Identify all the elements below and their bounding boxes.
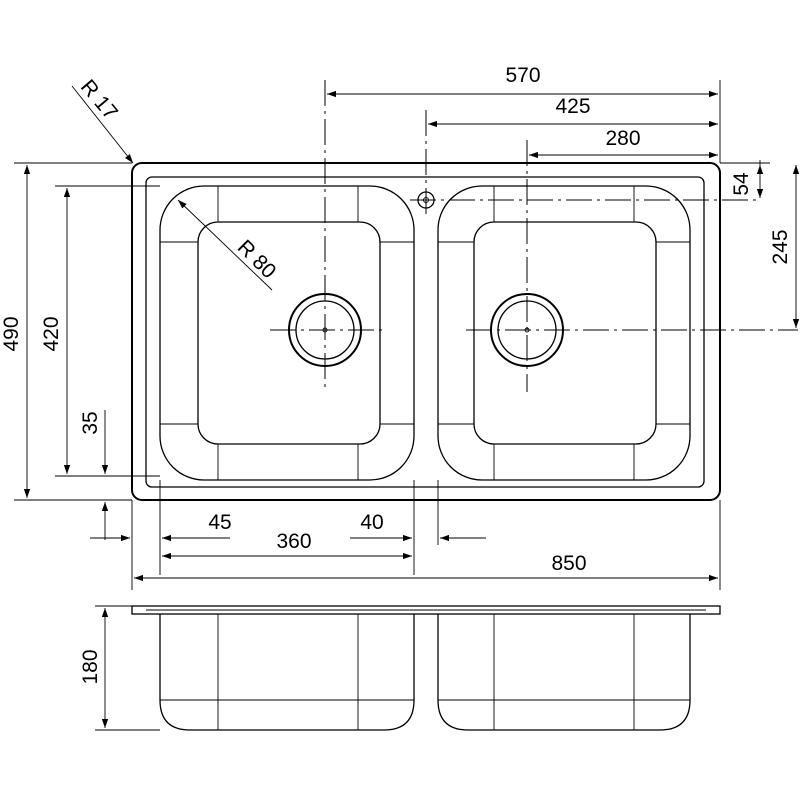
dim-label-850: 850 bbox=[551, 552, 586, 575]
center-lines bbox=[270, 80, 798, 392]
r80-leader bbox=[177, 199, 273, 291]
dim-label-180: 180 bbox=[79, 649, 102, 684]
left-bowl-floor bbox=[197, 221, 381, 445]
dim-label-245: 245 bbox=[769, 229, 792, 264]
right-bowl-outer bbox=[437, 185, 691, 481]
dim-label-420: 420 bbox=[40, 316, 63, 351]
left-bowl-outer bbox=[159, 185, 415, 481]
dim-label-360: 360 bbox=[276, 530, 311, 553]
side-view-left-bowl bbox=[159, 614, 415, 731]
dimension-labels: 570 425 280 850 360 45 40 490 420 35 54 … bbox=[0, 64, 792, 685]
dim-label-35: 35 bbox=[79, 411, 102, 434]
side-view-rim bbox=[131, 605, 721, 615]
dimension-lines bbox=[14, 80, 800, 590]
dim-label-425: 425 bbox=[555, 95, 590, 118]
sink-side-view bbox=[95, 605, 721, 731]
dim-label-45: 45 bbox=[208, 511, 231, 534]
sink-inner-rim bbox=[145, 176, 705, 488]
dim-label-570: 570 bbox=[505, 64, 540, 87]
r17-leader bbox=[71, 85, 134, 164]
dim-label-54: 54 bbox=[730, 172, 753, 196]
right-bowl-floor bbox=[473, 221, 657, 445]
right-bowl bbox=[437, 185, 691, 481]
left-bowl bbox=[159, 185, 415, 481]
dim-label-280: 280 bbox=[605, 127, 640, 150]
dim-label-40: 40 bbox=[360, 511, 383, 534]
dim-label-490: 490 bbox=[0, 316, 23, 351]
sink-top-view bbox=[131, 80, 798, 501]
side-view-right-bowl bbox=[437, 614, 691, 731]
